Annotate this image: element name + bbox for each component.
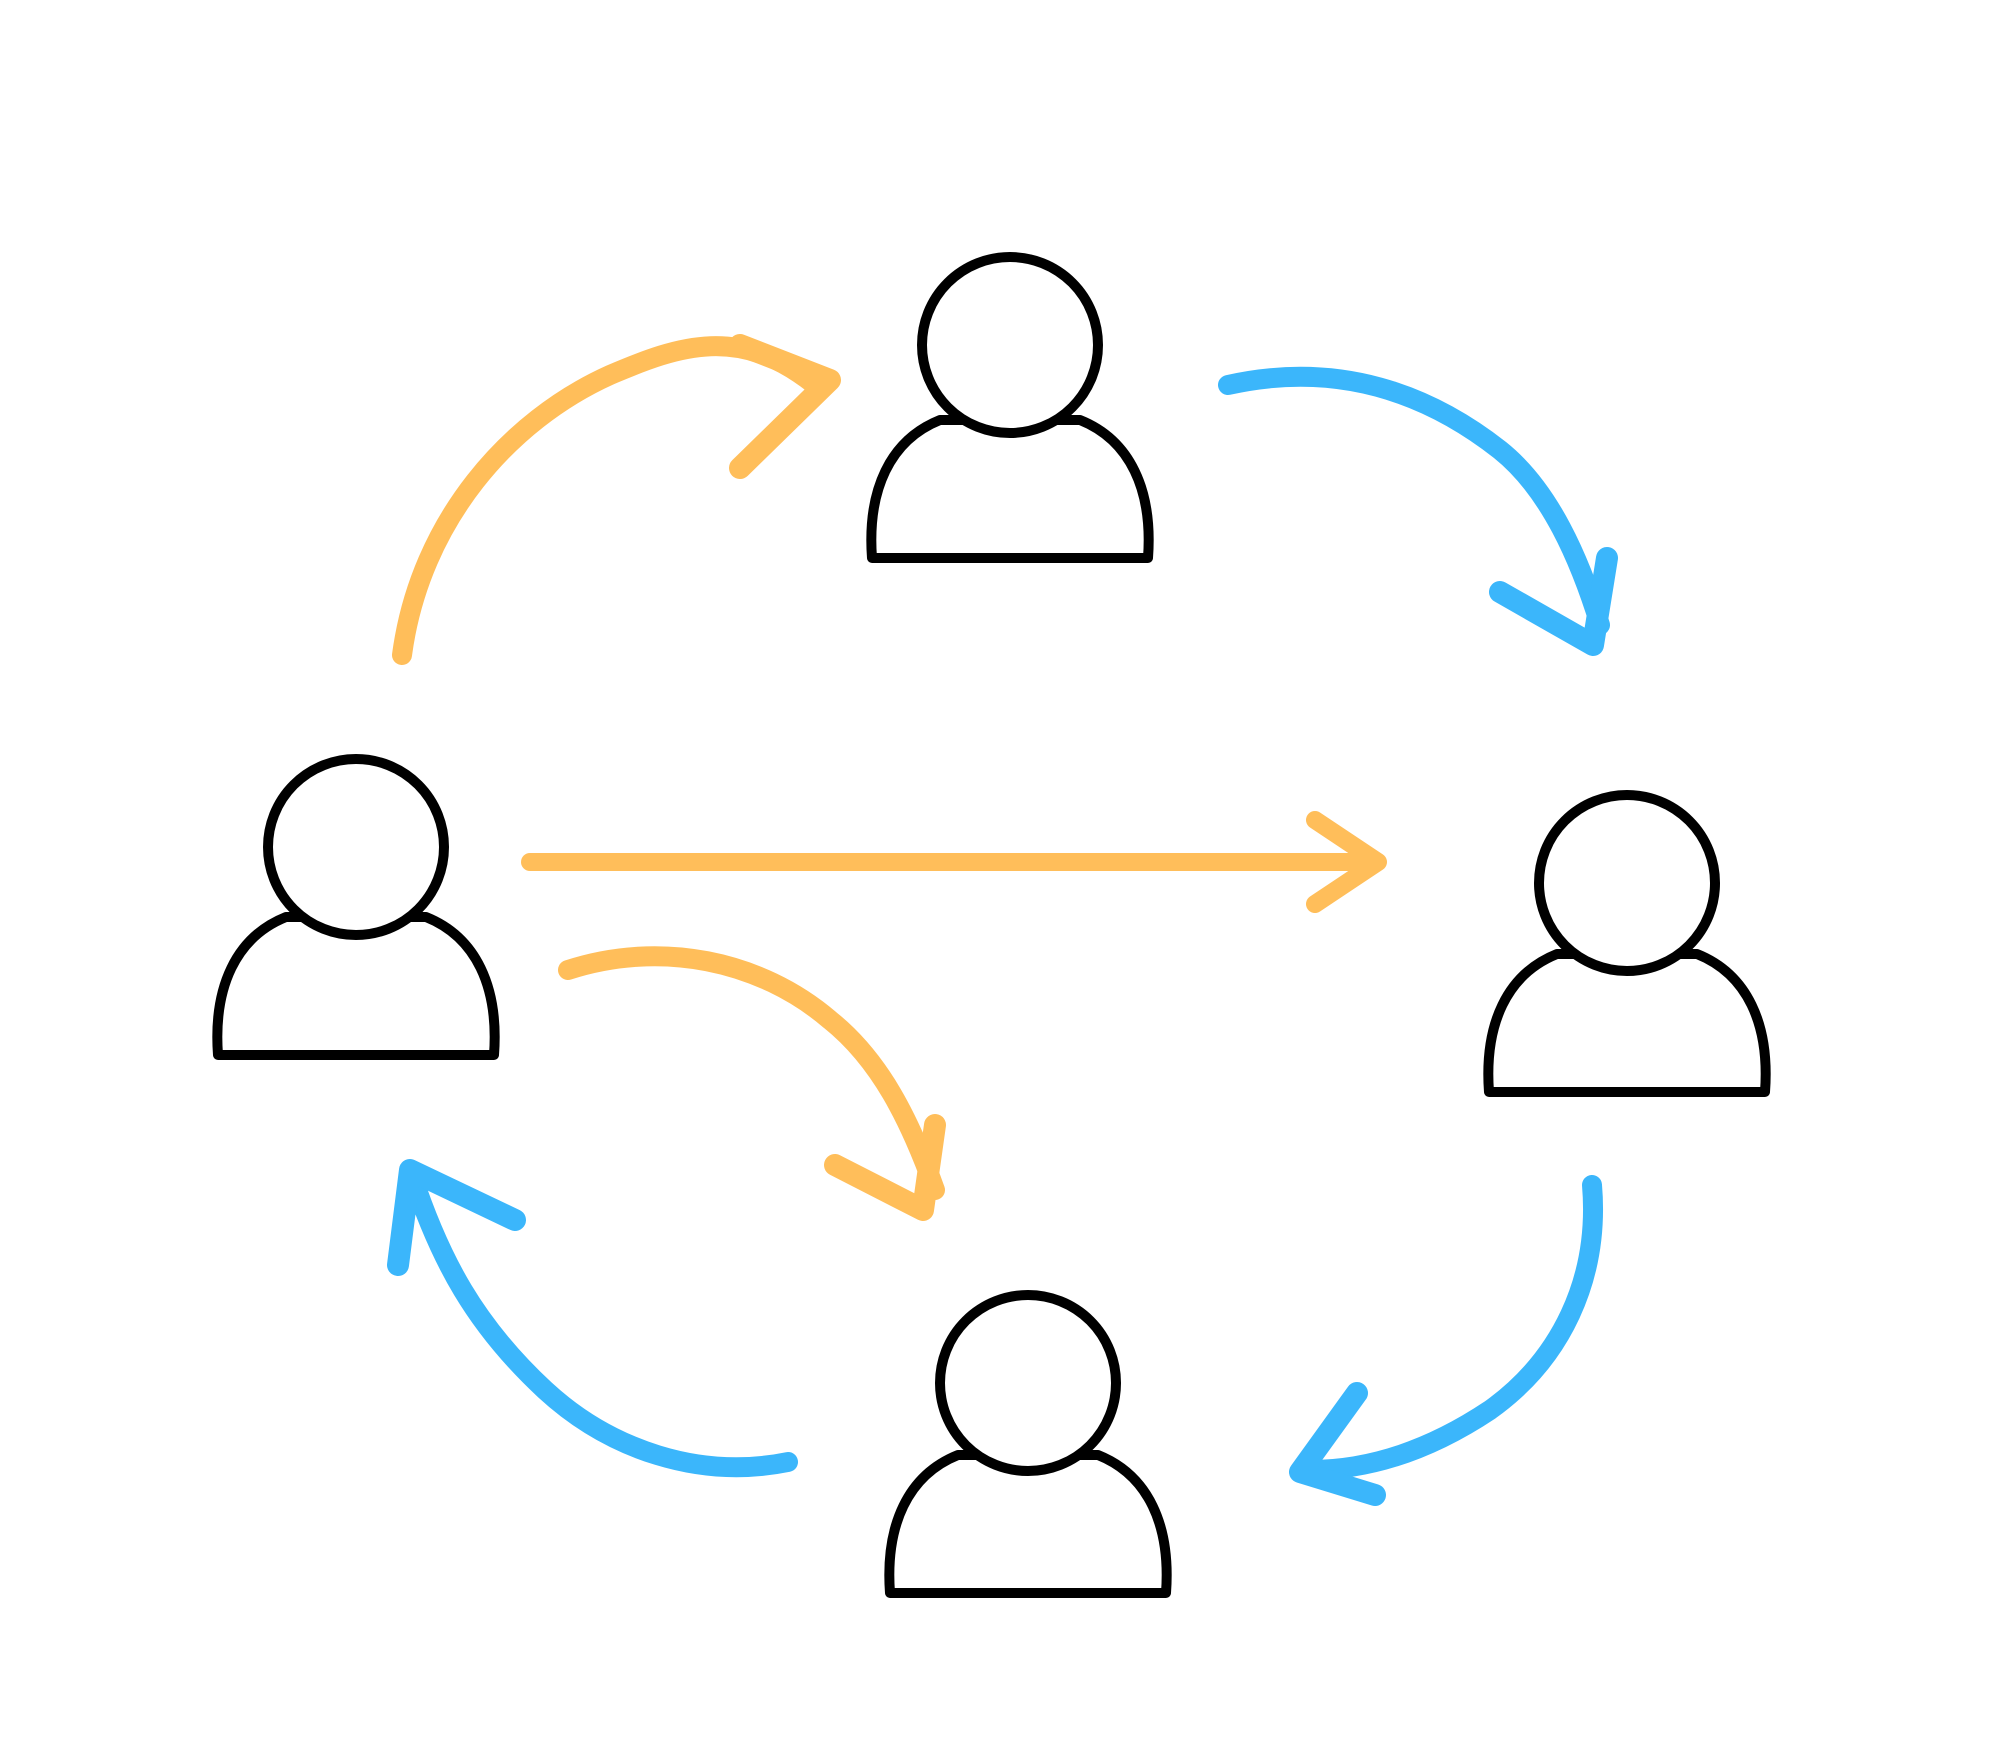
person-head <box>263 754 449 940</box>
arrow-left-to-bottom <box>558 946 946 1221</box>
person-body <box>866 415 1154 563</box>
person-head <box>935 1290 1121 1476</box>
person-head <box>917 252 1103 438</box>
arrow-top-to-right <box>1218 366 1618 656</box>
person-left <box>212 754 500 1060</box>
arrow-head <box>824 1114 946 1221</box>
person-right <box>1483 790 1771 1097</box>
arrow-left-to-top <box>392 334 841 665</box>
arrow-shaft <box>558 946 945 1200</box>
arrow-left-to-right <box>521 811 1387 913</box>
person-icon <box>212 754 500 1060</box>
arrow-bottom-to-left <box>387 1159 798 1478</box>
arrow-head <box>1489 547 1618 656</box>
arrow-head <box>1289 1382 1386 1506</box>
arrow-head <box>1306 811 1387 913</box>
arrow-head <box>729 334 841 479</box>
person-icon <box>1483 790 1771 1097</box>
person-top <box>866 252 1154 563</box>
arrow-right-to-bottom <box>1289 1175 1603 1506</box>
arrow-shaft <box>392 336 825 665</box>
person-head <box>1534 790 1720 976</box>
arrow-shaft <box>402 1165 798 1478</box>
person-body <box>1483 949 1771 1097</box>
person-icon <box>866 252 1154 563</box>
arrow-head <box>387 1159 526 1276</box>
person-body <box>212 912 500 1060</box>
person-body <box>884 1450 1172 1598</box>
person-bottom <box>884 1290 1172 1598</box>
arrow-shaft <box>1300 1175 1603 1480</box>
person-icon <box>884 1290 1172 1598</box>
arrow-shaft <box>1218 366 1610 635</box>
